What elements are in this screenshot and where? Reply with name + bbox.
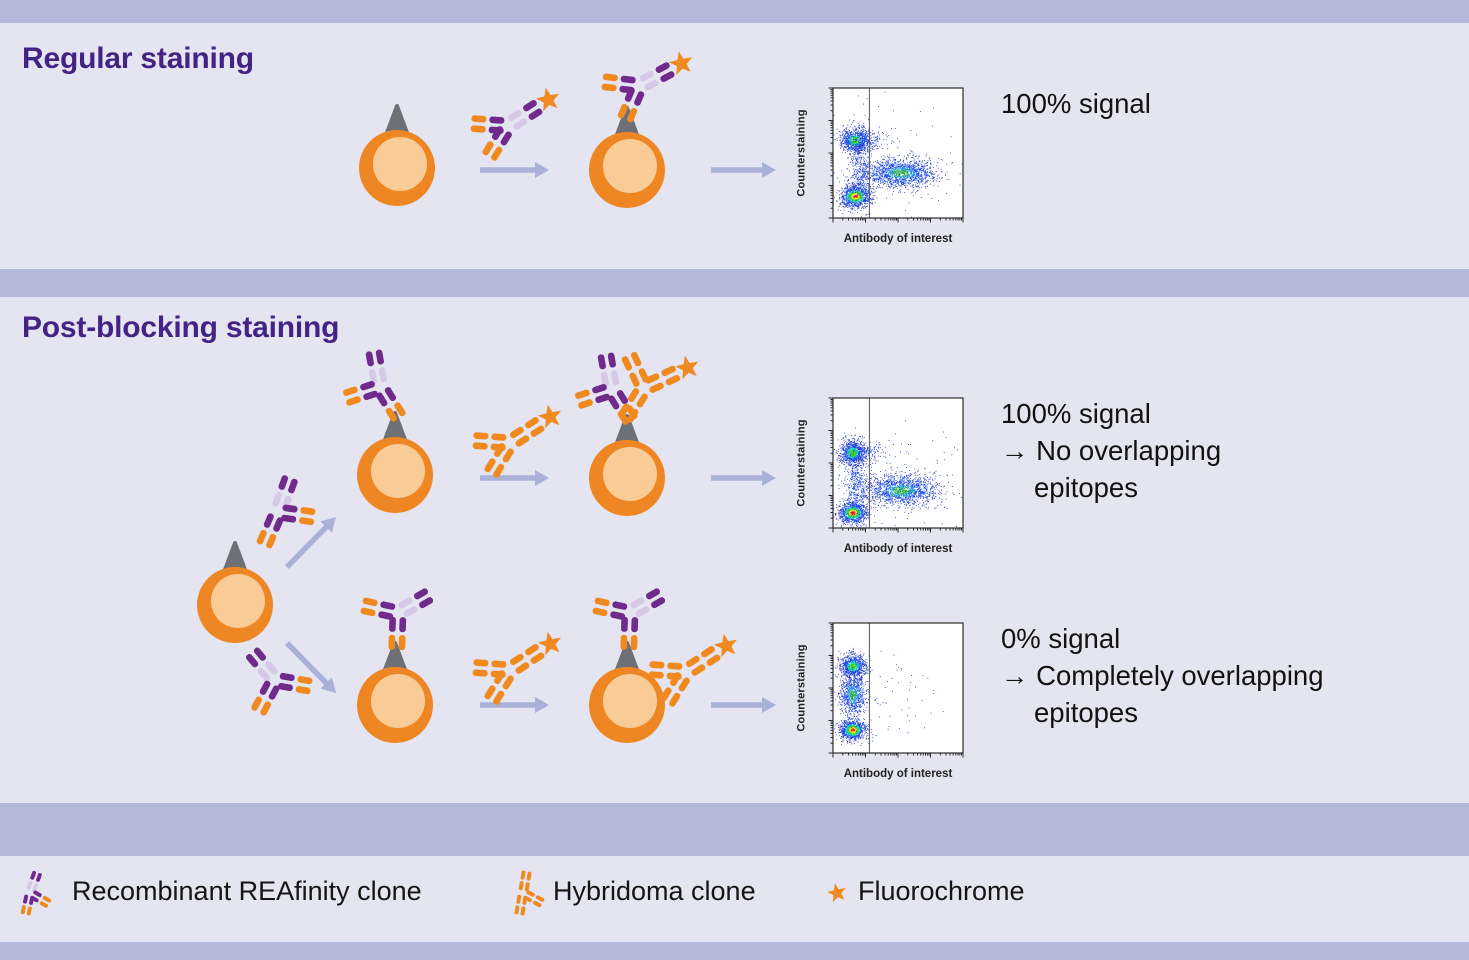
reafinity-antibody-icon [360,588,434,651]
regular-staining-panel [0,23,1469,269]
cell-interior [211,574,265,628]
reafinity-antibody-icon [20,870,52,916]
caption-line: → Completely overlapping [1001,660,1324,691]
flow-plot-no-overlap [815,390,981,540]
reafinity-antibody-icon [592,588,666,651]
flow-arrow-icon [480,162,549,178]
cell [589,641,665,743]
caption-line: 0% signal [1001,623,1121,654]
cell [589,106,665,208]
fluorochrome-star-icon [535,87,560,112]
reafinity-antibody-icon [256,475,316,549]
y-axis-label: Counterstaining [796,419,808,507]
caption-line: 100% signal [1001,398,1151,429]
result-caption-complete-overlap: 0% signal → Completely overlapping epito… [1001,620,1324,731]
flow-arrow-icon [285,517,336,569]
fluorochrome-star-icon [827,883,846,903]
result-caption-regular: 100% signal [1001,85,1151,122]
result-caption-no-overlap: 100% signal → No overlapping epitopes [1001,395,1221,506]
hybridoma-antibody-icon [472,631,562,705]
fluorochrome-star-icon [668,51,693,75]
legend-label-reafinity: Recombinant REAfinity clone [72,876,422,906]
cell-interior [603,139,657,193]
post-blocking-panel [0,297,1469,803]
caption-line: epitopes [1034,697,1138,728]
flow-arrow-icon [285,641,336,693]
y-axis-label: Counterstaining [796,644,808,732]
x-axis-label: Antibody of interest [843,768,953,780]
hybridoma-antibody-icon [514,870,545,916]
fluorochrome-star-icon [713,633,738,658]
legend-strip [0,856,1469,942]
reafinity-antibody-icon [601,51,693,123]
y-axis-label: Counterstaining [796,109,808,197]
cell [357,411,433,513]
cell [589,414,665,516]
x-axis-label: Antibody of interest [843,233,953,245]
x-axis-label: Antibody of interest [843,543,953,555]
flow-arrow-icon [711,697,776,713]
flow-arrow-icon [711,470,776,486]
section-title-regular: Regular staining [22,42,254,75]
cell-interior [373,137,427,191]
caption-line: epitopes [1034,472,1138,503]
cell-interior [371,674,425,728]
fluorochrome-star-icon [675,355,699,380]
cell [357,641,433,743]
flow-plot-complete-overlap [815,615,981,765]
cell [359,104,435,206]
flow-arrow-icon [480,697,549,713]
hybridoma-antibody-icon [472,404,562,478]
flow-arrow-icon [480,470,549,486]
cell-interior [603,674,657,728]
reafinity-antibody-icon [470,87,560,161]
cell-interior [371,444,425,498]
fluorochrome-star-icon [537,631,562,656]
flow-plot-regular [815,80,981,230]
flow-arrow-icon [711,162,776,178]
reafinity-antibody-icon [246,647,313,716]
section-title-post-blocking: Post-blocking staining [22,311,340,344]
cell [197,541,273,643]
caption-line: → No overlapping [1001,435,1222,466]
fluorochrome-star-icon [537,404,562,429]
caption-line: 100% signal [1001,88,1151,119]
reafinity-antibody-icon [342,349,406,422]
cell-interior [603,447,657,501]
legend-label-fluorochrome: Fluorochrome [858,876,1025,906]
hybridoma-antibody-icon [648,633,738,707]
legend-label-hybridoma: Hybridoma clone [553,876,756,906]
hybridoma-antibody-icon [618,351,699,423]
